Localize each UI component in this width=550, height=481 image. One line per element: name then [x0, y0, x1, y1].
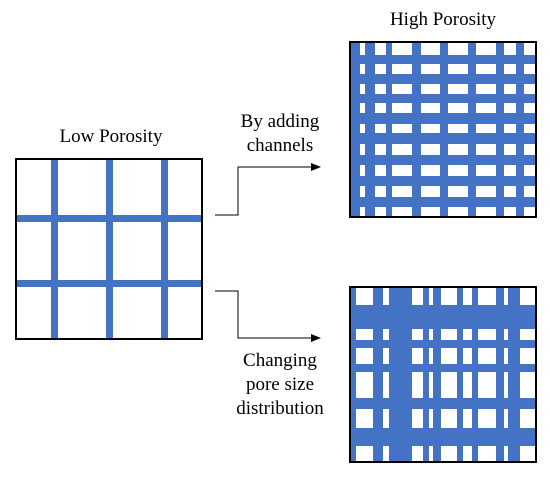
channel-horizontal: [350, 155, 536, 165]
channel-vertical: [508, 287, 520, 462]
channel-vertical: [106, 159, 113, 339]
pore-distribution-panel: [349, 286, 537, 463]
high-porosity-channels: [350, 42, 536, 217]
high-porosity-outline: [349, 41, 537, 218]
channel-horizontal: [16, 215, 202, 222]
channel-vertical: [161, 159, 168, 339]
pore-size-label-line3: distribution: [236, 398, 324, 419]
channel-horizontal: [350, 74, 536, 84]
low-porosity-channels: [16, 159, 202, 339]
channel-horizontal: [350, 364, 536, 372]
channel-vertical: [472, 287, 478, 462]
pore-size-label-line1: Changing: [243, 350, 317, 371]
channel-vertical: [412, 42, 421, 217]
arrow-pore-size: Changing pore size distribution: [215, 290, 324, 419]
channel-vertical: [386, 42, 392, 217]
channel-vertical: [440, 42, 448, 217]
channel-vertical: [51, 159, 58, 339]
channel-horizontal: [350, 340, 536, 348]
high-porosity-panel: High Porosity: [349, 9, 537, 218]
channel-vertical: [496, 287, 504, 462]
channel-vertical: [350, 287, 356, 462]
channel-vertical: [433, 287, 441, 462]
channel-horizontal: [350, 133, 536, 144]
pore-distribution-outline: [349, 286, 537, 463]
channel-horizontal: [16, 280, 202, 287]
channel-vertical: [389, 287, 412, 462]
elbow-arrow-right-icon: [215, 163, 321, 216]
channel-horizontal: [350, 113, 536, 124]
channel-vertical: [496, 42, 504, 217]
channel-horizontal: [350, 305, 536, 329]
channel-horizontal: [350, 428, 536, 446]
low-porosity-title: Low Porosity: [60, 126, 163, 147]
adding-channels-label-line1: By adding: [241, 111, 320, 132]
channel-vertical: [373, 287, 383, 462]
elbow-arrow-right-icon: [215, 290, 321, 342]
channel-horizontal: [350, 176, 536, 186]
high-porosity-title: High Porosity: [390, 9, 497, 30]
pore-distribution-channels: [350, 287, 536, 462]
adding-channels-label-line2: channels: [247, 135, 313, 156]
channel-vertical: [468, 42, 476, 217]
channel-vertical: [350, 42, 360, 217]
channel-vertical: [457, 287, 463, 462]
channel-horizontal: [350, 398, 536, 409]
channel-vertical: [423, 287, 429, 462]
channel-horizontal: [350, 197, 536, 207]
channel-vertical: [365, 42, 375, 217]
arrow-adding-channels: By adding channels: [215, 111, 321, 216]
channel-vertical: [516, 42, 524, 217]
pore-size-label-line2: pore size: [246, 374, 314, 395]
channel-horizontal: [350, 55, 536, 64]
channel-horizontal: [350, 94, 536, 103]
low-porosity-panel: Low Porosity: [15, 126, 203, 340]
low-porosity-outline: [15, 158, 203, 340]
